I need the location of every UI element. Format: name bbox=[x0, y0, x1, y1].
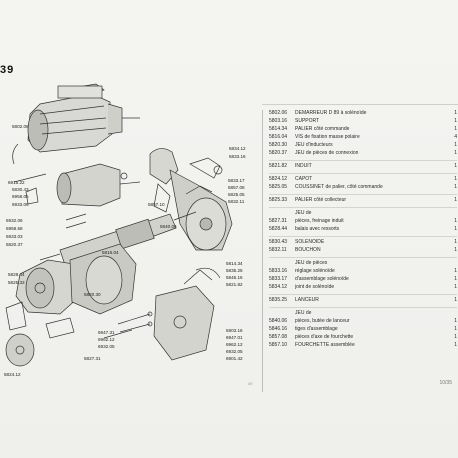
group-divider bbox=[269, 173, 457, 174]
callout: 5828.44 bbox=[8, 272, 25, 277]
callout: 5833.16 bbox=[229, 154, 246, 159]
group-divider bbox=[269, 307, 457, 308]
callout: 5846.16 bbox=[226, 275, 243, 280]
callout: 5857.10 bbox=[148, 202, 165, 207]
callout: 5830.43 bbox=[12, 187, 29, 192]
faint-page-mark: 49 bbox=[248, 381, 253, 386]
callout: 6962.12 bbox=[226, 342, 243, 347]
callout: 6932.05 bbox=[98, 344, 115, 349]
group-divider bbox=[269, 207, 457, 208]
callout: 5833.17 bbox=[228, 178, 245, 183]
fork-drive-end bbox=[149, 148, 233, 251]
callout: 5824.12 bbox=[4, 372, 21, 377]
callout: 5832.11 bbox=[228, 199, 245, 204]
group-divider bbox=[269, 160, 457, 161]
callout: 5834.12 bbox=[229, 146, 246, 151]
top-divider bbox=[262, 104, 458, 105]
callout: 5835.25 bbox=[226, 268, 243, 273]
callout: 5857.08 bbox=[228, 185, 245, 190]
hardware bbox=[65, 213, 153, 339]
callout: 5820.30 bbox=[84, 292, 101, 297]
callout: 6933.06 bbox=[12, 202, 29, 207]
assembled-starter bbox=[12, 83, 140, 165]
callout: 5825.05 bbox=[228, 192, 245, 197]
group-header: JEU de bbox=[295, 310, 312, 316]
commutator-end bbox=[5, 259, 81, 331]
group-divider bbox=[269, 236, 457, 237]
callout: 5802.06 bbox=[12, 124, 29, 129]
callout: 6958.58 bbox=[6, 226, 23, 231]
solenoid-parts bbox=[13, 163, 141, 207]
section-mark: 39 bbox=[0, 64, 15, 76]
support-bracket bbox=[153, 267, 221, 361]
callout: 6932.05 bbox=[226, 349, 243, 354]
callout: 5840.06 bbox=[160, 224, 177, 229]
group-divider bbox=[269, 257, 457, 258]
group-divider bbox=[269, 194, 457, 195]
callout: 6915.22 bbox=[8, 180, 25, 185]
exploded-view: 5802.06 6915.22 5834.12 5833.16 5833.17 … bbox=[0, 74, 262, 390]
callout: 6958.05 bbox=[12, 194, 29, 199]
callout: 5827.31 bbox=[84, 356, 101, 361]
callout: 5820.37 bbox=[6, 242, 23, 247]
callout: 5803.16 bbox=[226, 328, 243, 333]
callout: 6932.06 bbox=[6, 218, 23, 223]
group-divider bbox=[269, 294, 457, 295]
callout: 5814.34 bbox=[226, 261, 243, 266]
callout: 6947.31 bbox=[98, 330, 115, 335]
field-housing bbox=[69, 243, 137, 315]
callout: 6901.42 bbox=[226, 356, 243, 361]
page-number: 10/35 bbox=[439, 380, 452, 386]
callout: 6947.01 bbox=[226, 335, 243, 340]
group-header: JEU de bbox=[295, 210, 312, 216]
starter-exploded-drawing bbox=[5, 83, 233, 367]
callout: 5825.33 bbox=[8, 280, 25, 285]
callout: 6962.12 bbox=[98, 337, 115, 342]
callout: 5821.82 bbox=[226, 282, 243, 287]
callout: 5816.04 bbox=[102, 250, 119, 255]
end-cap bbox=[5, 317, 75, 367]
group-header: JEU de pièces bbox=[295, 260, 328, 266]
callout: 6933.03 bbox=[6, 234, 23, 239]
